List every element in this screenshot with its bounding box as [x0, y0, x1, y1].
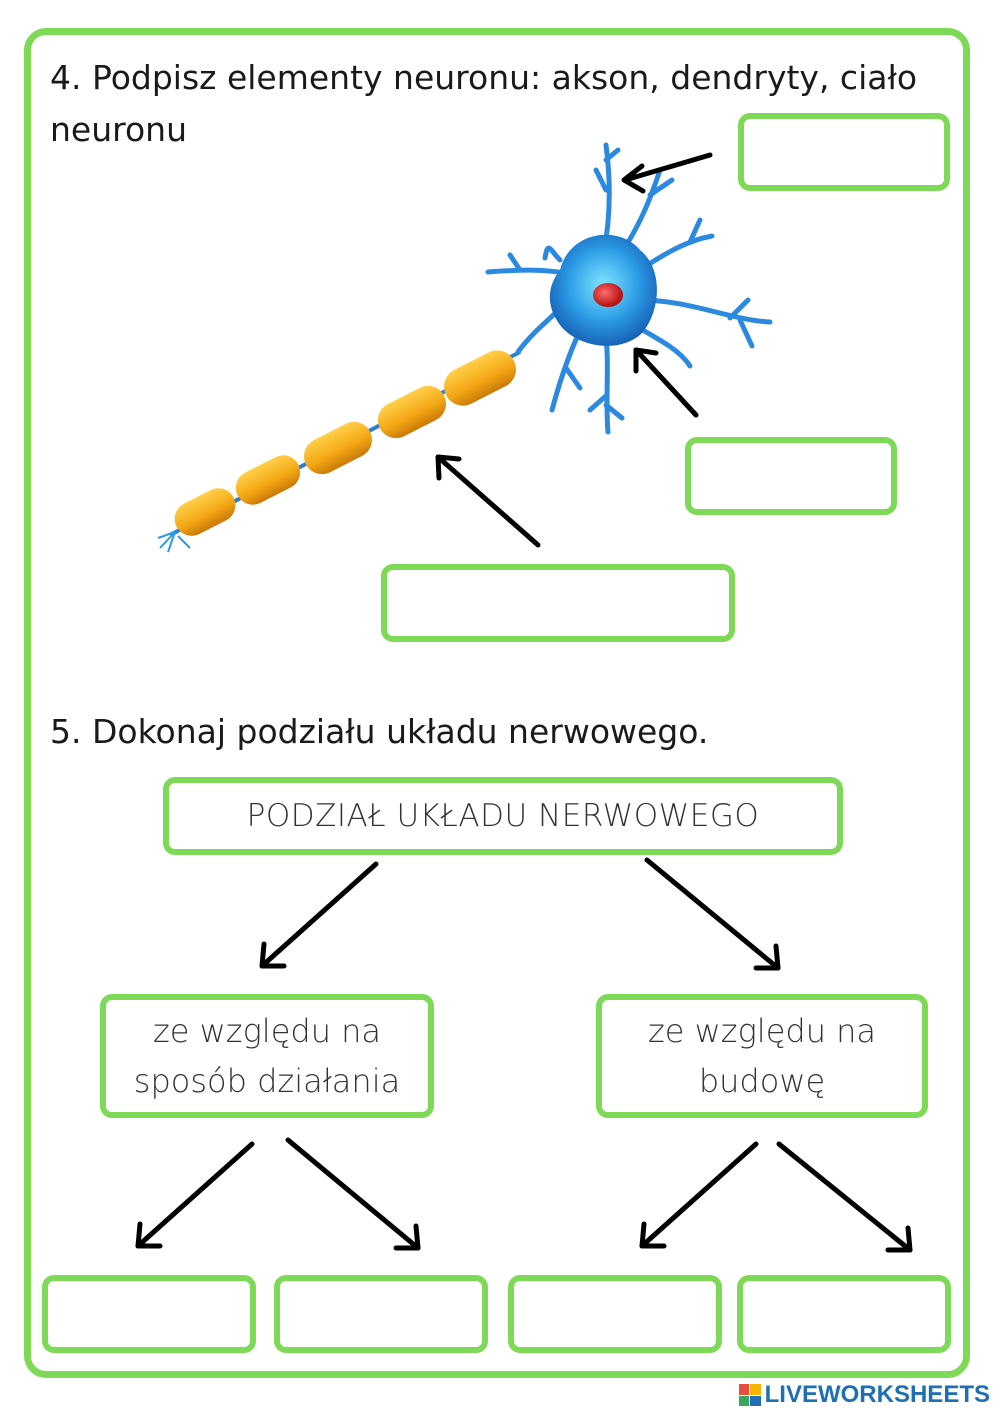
task-4-title: 4. Podpisz elementy neuronu: akson, dend… [50, 58, 918, 149]
arrow-root-left [259, 861, 379, 969]
answer-input-axon[interactable] [381, 564, 735, 642]
answer-input-dendrites[interactable] [738, 113, 950, 191]
arrow-left-right [285, 1137, 421, 1251]
liveworksheets-logo-icon [738, 1384, 761, 1406]
right-category-label: ze względu na budowę [647, 1012, 877, 1100]
task-5-title: 5. Dokonaj podziału układu nerwowego. [50, 712, 709, 751]
nucleus [593, 283, 623, 307]
arrow-right-left [639, 1141, 759, 1249]
arrow-right-right [776, 1141, 913, 1253]
arrow-to-cell-body [633, 347, 699, 418]
brand-name: LIVEWORKSHEETS [764, 1381, 990, 1408]
answer-input-right-1[interactable] [508, 1275, 722, 1353]
root-label-box: PODZIAŁ UKŁADU NERWOWEGO [163, 777, 843, 855]
arrow-to-axon [435, 454, 541, 548]
myelin-sheath [174, 350, 516, 536]
arrow-root-right [644, 857, 781, 971]
answer-input-right-2[interactable] [737, 1275, 951, 1353]
answer-input-left-1[interactable] [42, 1275, 256, 1353]
answer-input-cell-body[interactable] [685, 437, 897, 515]
left-category-box: ze względu na sposób działania [100, 994, 434, 1118]
answer-input-left-2[interactable] [274, 1275, 488, 1353]
left-category-label: ze względu na sposób działania [133, 1012, 401, 1100]
arrow-left-left [135, 1141, 255, 1249]
axon-terminals [157, 531, 191, 553]
root-label: PODZIAŁ UKŁADU NERWOWEGO [246, 798, 760, 834]
right-category-box: ze względu na budowę [596, 994, 928, 1118]
liveworksheets-brand: LIVEWORKSHEETS [738, 1380, 990, 1410]
worksheet-frame [24, 28, 970, 1378]
arrow-to-dendrite [621, 152, 713, 194]
